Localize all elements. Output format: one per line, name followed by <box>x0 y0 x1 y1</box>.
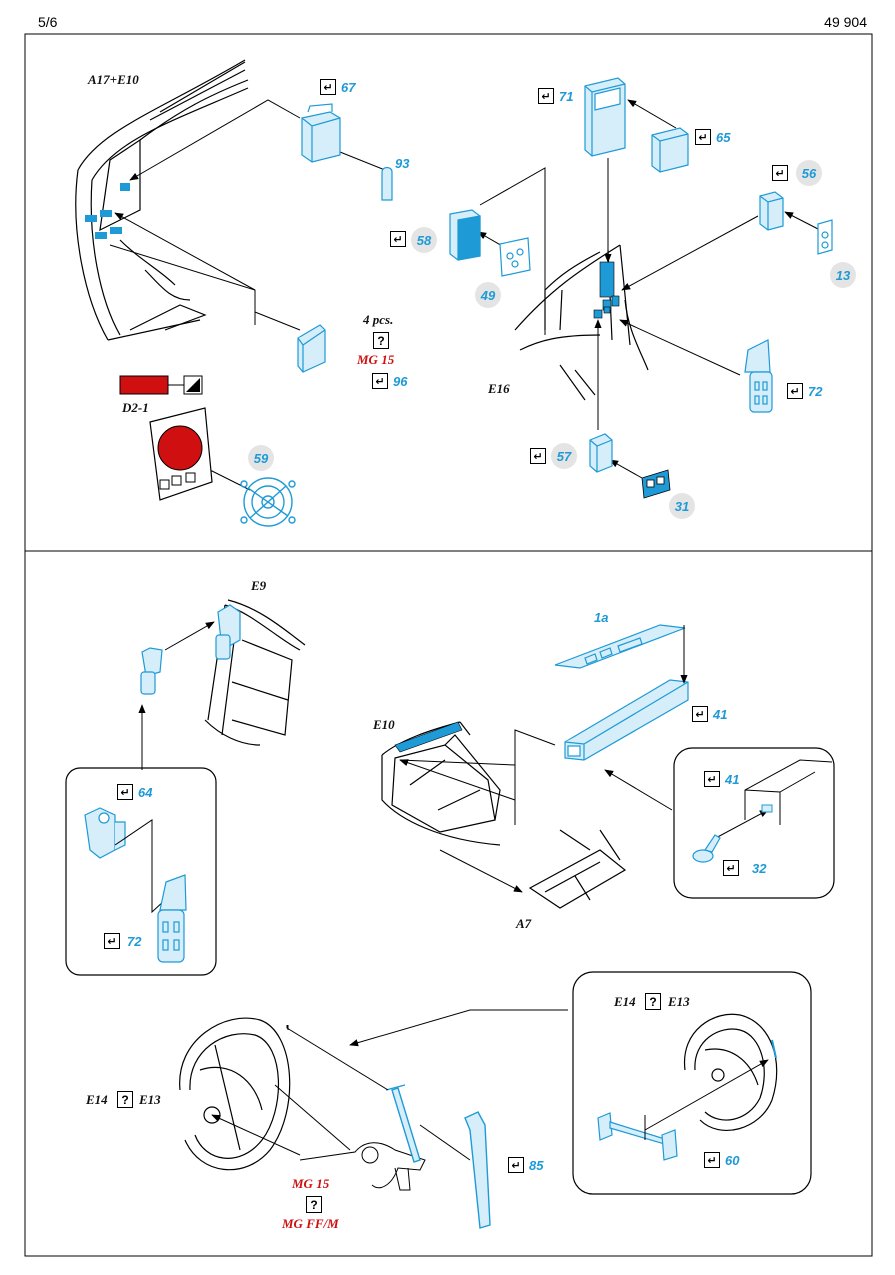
e16-blue-parts <box>593 261 620 319</box>
part-label-72: 72 <box>808 384 823 399</box>
check-box-icon: ↵ <box>695 129 711 145</box>
red-paint-swatch <box>119 375 169 395</box>
label-e9: E9 <box>251 578 267 593</box>
e16-frame-drawing <box>514 244 649 401</box>
label-a7: A7 <box>516 916 532 931</box>
check-box-icon: ↵ <box>320 79 336 95</box>
part-label-58: 58 <box>411 227 437 253</box>
paint-code-d2-1: D2-1 <box>122 400 149 415</box>
label-e13: E13 <box>139 1092 161 1107</box>
check-box-icon: ↵ <box>723 860 739 876</box>
label-e14: E14 <box>86 1092 108 1107</box>
part-57 <box>589 433 613 473</box>
part-label-31: 31 <box>669 493 695 519</box>
check-box-icon: ↵ <box>704 1152 720 1168</box>
part-58 <box>449 209 481 261</box>
label-e10: E10 <box>373 717 395 732</box>
part-label-71: 71 <box>559 89 574 104</box>
mgff-label: MG FF/M <box>282 1216 339 1231</box>
part-label-72: 72 <box>127 934 142 949</box>
part-label-96: 96 <box>393 374 408 389</box>
part-label-56: 56 <box>796 160 822 186</box>
dome-drawing <box>179 1017 291 1171</box>
part-32 <box>692 834 721 863</box>
a17-e10-frame-drawing <box>75 59 249 341</box>
mg15-label: MG 15 <box>292 1176 330 1191</box>
page-number: 5/6 <box>38 14 58 30</box>
part-label-65: 65 <box>716 130 731 145</box>
check-box-icon: ↵ <box>104 933 120 949</box>
label-e14-inset: E14 <box>614 994 636 1009</box>
part-71 <box>584 77 626 157</box>
inset-e14-e13 <box>572 971 812 1195</box>
check-box-icon: ↵ <box>117 784 133 800</box>
check-box-icon: ↵ <box>787 383 803 399</box>
e9-blue-part <box>215 604 241 660</box>
check-box-icon: ↵ <box>372 373 388 389</box>
mg15-label: MG 15 <box>357 352 395 367</box>
part-label-41: 41 <box>713 707 728 722</box>
d2-1-panel <box>149 407 213 501</box>
part-label-85: 85 <box>529 1158 544 1173</box>
check-box-icon: ↵ <box>704 771 720 787</box>
page-frame <box>24 33 873 1257</box>
part-label-49: 49 <box>475 282 501 308</box>
part-label-41-inset: 41 <box>725 772 740 787</box>
question-box-icon: ? <box>373 332 389 349</box>
part-64 <box>84 807 126 859</box>
part-96 <box>297 324 326 373</box>
a17-blue-parts <box>85 183 130 239</box>
inset-dome-drawing <box>683 1013 778 1131</box>
check-box-icon: ↵ <box>390 231 406 247</box>
title-a17-e10: A17+E10 <box>88 72 139 87</box>
inset-41-drawing <box>744 759 833 825</box>
part-72-top <box>744 339 773 413</box>
part-67 <box>301 103 341 163</box>
part-label-57: 57 <box>551 443 577 469</box>
mg-gun-drawing <box>299 1142 426 1191</box>
part-31 <box>641 469 671 499</box>
check-box-icon: ↵ <box>508 1157 524 1173</box>
question-box-icon: ? <box>306 1196 322 1213</box>
part-41-bar <box>564 679 689 761</box>
part-label-59: 59 <box>248 445 274 471</box>
inset-41-32 <box>673 747 835 899</box>
part-93 <box>381 166 393 201</box>
part-13 <box>817 219 833 255</box>
check-box-icon: ↵ <box>772 165 788 181</box>
label-e13-inset: E13 <box>668 994 690 1009</box>
e10-blue-strip <box>394 721 463 753</box>
part-85 <box>385 1084 491 1229</box>
question-box-icon: ? <box>117 1091 133 1108</box>
part-label-67: 67 <box>341 80 356 95</box>
part-label-64: 64 <box>138 785 153 800</box>
part-72-small <box>140 647 163 695</box>
part-label-93: 93 <box>395 156 410 171</box>
part-60 <box>597 1112 678 1161</box>
label-e16: E16 <box>488 381 510 396</box>
part-1a <box>554 624 686 669</box>
part-label-1a: 1a <box>594 610 609 625</box>
part-label-13: 13 <box>830 262 856 288</box>
product-code: 49 904 <box>824 14 867 30</box>
part-56 <box>759 191 784 231</box>
part-59 <box>240 477 296 527</box>
part-label-32: 32 <box>752 861 767 876</box>
question-box-icon: ? <box>645 993 661 1010</box>
part-label-60: 60 <box>725 1153 740 1168</box>
inset-64-72 <box>65 767 217 976</box>
quantity-label: 4 pcs. <box>363 312 394 327</box>
e10-frame-drawing <box>381 721 627 909</box>
part-65 <box>651 127 689 173</box>
part-72-inset <box>157 874 187 963</box>
check-box-icon: ↵ <box>538 88 554 104</box>
check-box-icon: ↵ <box>692 706 708 722</box>
part-49 <box>499 237 531 277</box>
check-box-icon: ↵ <box>530 448 546 464</box>
